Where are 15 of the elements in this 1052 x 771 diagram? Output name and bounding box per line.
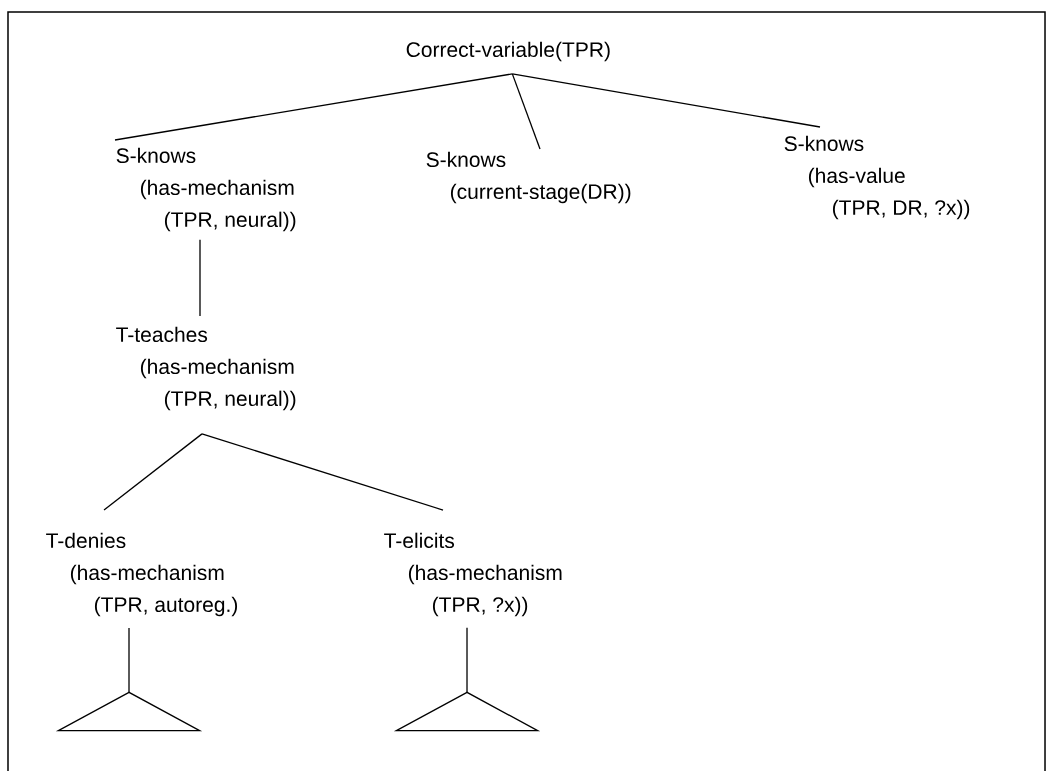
tree-line xyxy=(466,627,468,693)
tree-line xyxy=(511,73,541,150)
node-label: T-teaches (has-mechanism (TPR, neural)) xyxy=(116,326,296,411)
node-label: T-elicits (has-mechanism (TPR, ?x)) xyxy=(384,532,562,617)
node-label: S-knows (has-mechanism (TPR, neural)) xyxy=(116,147,296,232)
node-label: Correct-variable(TPR) xyxy=(406,41,610,62)
tree-line xyxy=(103,433,203,511)
tree-line xyxy=(128,627,130,693)
tree-line xyxy=(201,433,444,511)
node-label: T-denies (has-mechanism (TPR, autoreg.) xyxy=(46,532,238,617)
tree-line xyxy=(114,73,513,141)
tree-line xyxy=(511,73,821,128)
node-label: S-knows (has-value (TPR, DR, ?x)) xyxy=(784,135,970,220)
node-label: S-knows (current-stage(DR)) xyxy=(426,151,631,204)
tree-line xyxy=(199,239,201,317)
